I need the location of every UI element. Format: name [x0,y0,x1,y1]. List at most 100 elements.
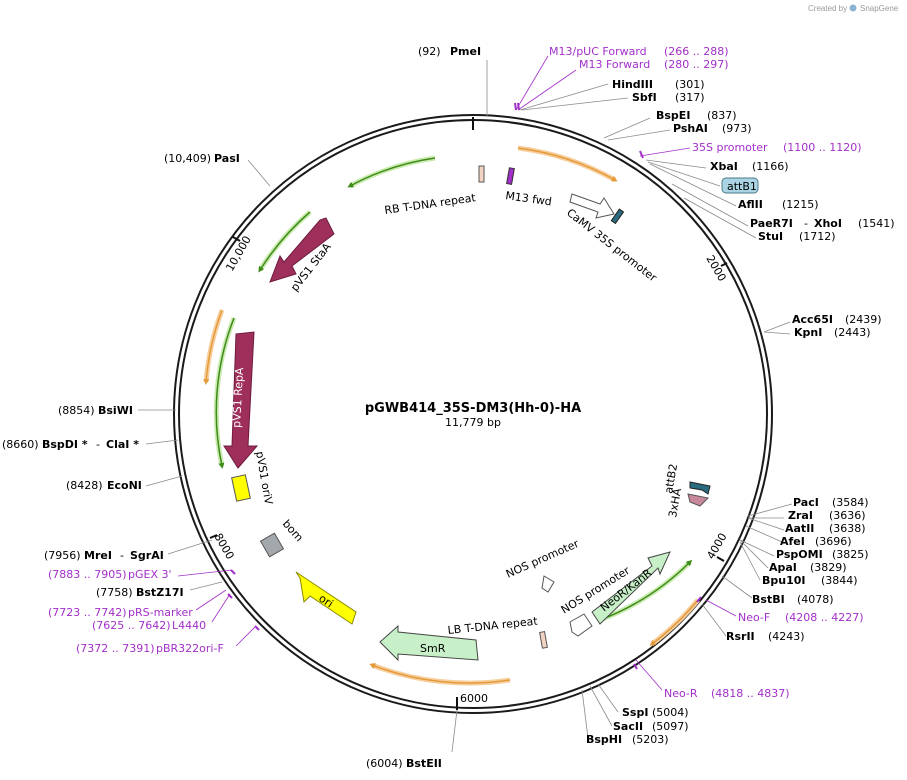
site-rsrii-name: RsrII [726,630,755,643]
primer-prsmarker-name: pRS-marker [128,606,193,619]
site-acc65i-pos: (2439) [845,313,882,326]
site-pasi-pos: (10,409) [164,152,211,165]
site-xhoi-name: XhoI [814,217,842,230]
tick-2000 [720,262,728,267]
site-pshai-pos: (973) [722,122,752,135]
tick-label-4000: 4000 [704,531,729,562]
primer-prsmarker-range: (7723 .. 7742) [48,606,127,619]
credit-brand: SnapGene [860,4,899,13]
label-smr: SmR [420,642,446,655]
site-afei-name: AfeI [780,535,805,548]
site-econi-name: EcoNI [107,479,142,492]
tick-label-2000: 2000 [703,253,728,284]
site-econi-pos: (8428) [66,479,103,492]
label-lb-repeat: LB T-DNA repeat [447,615,539,637]
site-apai-pos: (3829) [810,561,847,574]
site-pspomi-pos: (3825) [832,548,869,561]
site-paci-name: PacI [793,496,819,509]
site-mrei-name: MreI [84,549,112,562]
primer-l4440-name: L4440 [172,619,206,632]
site-afei-pos: (3696) [815,535,852,548]
feature-smr [379,624,479,662]
site-pmei-name: PmeI [450,45,481,58]
site-bstbi-name: BstBI [752,593,785,606]
site-bstz17i-pos: (7758) [96,586,133,599]
primer-neor-range: (4818 .. 4837) [711,687,790,700]
plasmid-name: pGWB414_35S-DM3(Hh-0)-HA [365,401,581,416]
site-acc65i-name: Acc65I [792,313,833,326]
snapgene-logo-icon [849,4,857,12]
site-stui-pos: (1712) [799,230,836,243]
orf-arc-top [517,145,617,183]
plasmid-length: 11,779 bp [445,416,501,429]
site-bpu10i-name: Bpu10I [762,574,806,587]
site-sgrai-name: SgrAI [130,549,164,562]
primer-pbr322-name: pBR322ori-F [156,642,224,655]
site-pasi-name: PasI [214,152,240,165]
site-bpu10i-pos: (3844) [821,574,858,587]
site-bspei-pos: (837) [707,109,737,122]
feature-3xha [687,493,710,507]
tick-label-10000: 10,000 [223,234,254,274]
feature-ori [295,571,357,625]
primer-neor-name: Neo-R [664,687,698,700]
tick-10000 [232,236,241,242]
primer-neof-range: (4208 .. 4227) [785,611,864,624]
label-pvs1-oriv: pVS1 oriV [253,450,275,506]
primer-l4440-range: (7625 .. 7642) [92,619,171,632]
site-zrai-name: ZraI [788,509,813,522]
site-xbai-pos: (1166) [752,160,789,173]
site-sbfi-pos: (317) [675,91,705,104]
site-bspdi-sep: - [96,438,100,451]
primer-m13fwd-range: (280 .. 297) [664,58,729,71]
label-rb-repeat: RB T-DNA repeat [384,191,478,217]
site-hindiii-pos: (301) [675,78,705,91]
site-bstbi-pos: (4078) [797,593,834,606]
feature-nos-promoter-2 [569,613,593,637]
primer-pgex3-range: (7883 .. 7905) [48,568,127,581]
orf-arc-right [650,598,700,646]
attb1-badge [721,177,759,194]
primer-pgex3-name: pGEX 3' [128,568,172,581]
label-pvs1-repa: pVS1 RepA [230,367,246,428]
site-aatii-name: AatII [785,522,814,535]
feature-lb-repeat [539,631,548,649]
site-aflii-pos: (1215) [782,198,819,211]
orf-arc-bottom [371,662,511,686]
feature-neor-kanr [591,551,671,625]
site-bsphi-pos: (5203) [632,733,669,746]
label-camv-35s: CaMV 35S promoter [564,206,659,285]
label-attb2: attB2 [662,463,680,495]
attb1-label: attB1 [727,180,757,193]
site-kpni-pos: (2443) [834,326,871,339]
primer-m13puc-name: M13/pUC Forward [549,45,647,58]
feature-nos-promoter-1 [541,575,555,593]
tick-label-6000: 6000 [460,692,488,705]
site-bstz17i-name: BstZ17I [136,586,184,599]
credit-prefix: Created by [808,4,847,13]
site-mrei-sep: - [120,549,124,562]
site-aflii-name: AflII [738,198,763,211]
site-pspomi-name: PspOMI [776,548,823,561]
gene-pvs1-repa [223,331,259,469]
site-paer7i-name: PaeR7I [750,217,793,230]
primer-neof-name: Neo-F [738,611,770,624]
label-bom: bom [280,517,306,544]
site-sacii-pos: (5097) [652,720,689,733]
site-bspdi-pos: (8660) [2,438,39,451]
site-bsiwi-name: BsiWI [98,404,133,417]
feature-camv-35s-arrow [569,193,615,219]
site-mrei-pos: (7956) [44,549,81,562]
site-clai-name: ClaI * [106,438,139,451]
tick-8000 [209,534,218,539]
label-m13-fwd: M13 fwd [505,189,553,208]
primer-m13fwd-name: M13 Forward [579,58,650,71]
feature-bom [259,532,285,558]
site-bsphi-name: BspHI [586,733,622,746]
primer-35s-name: 35S promoter [692,141,768,154]
site-paci-pos: (3584) [832,496,869,509]
tick-4000 [716,556,725,562]
site-pmei-pos: (92) [418,45,441,58]
